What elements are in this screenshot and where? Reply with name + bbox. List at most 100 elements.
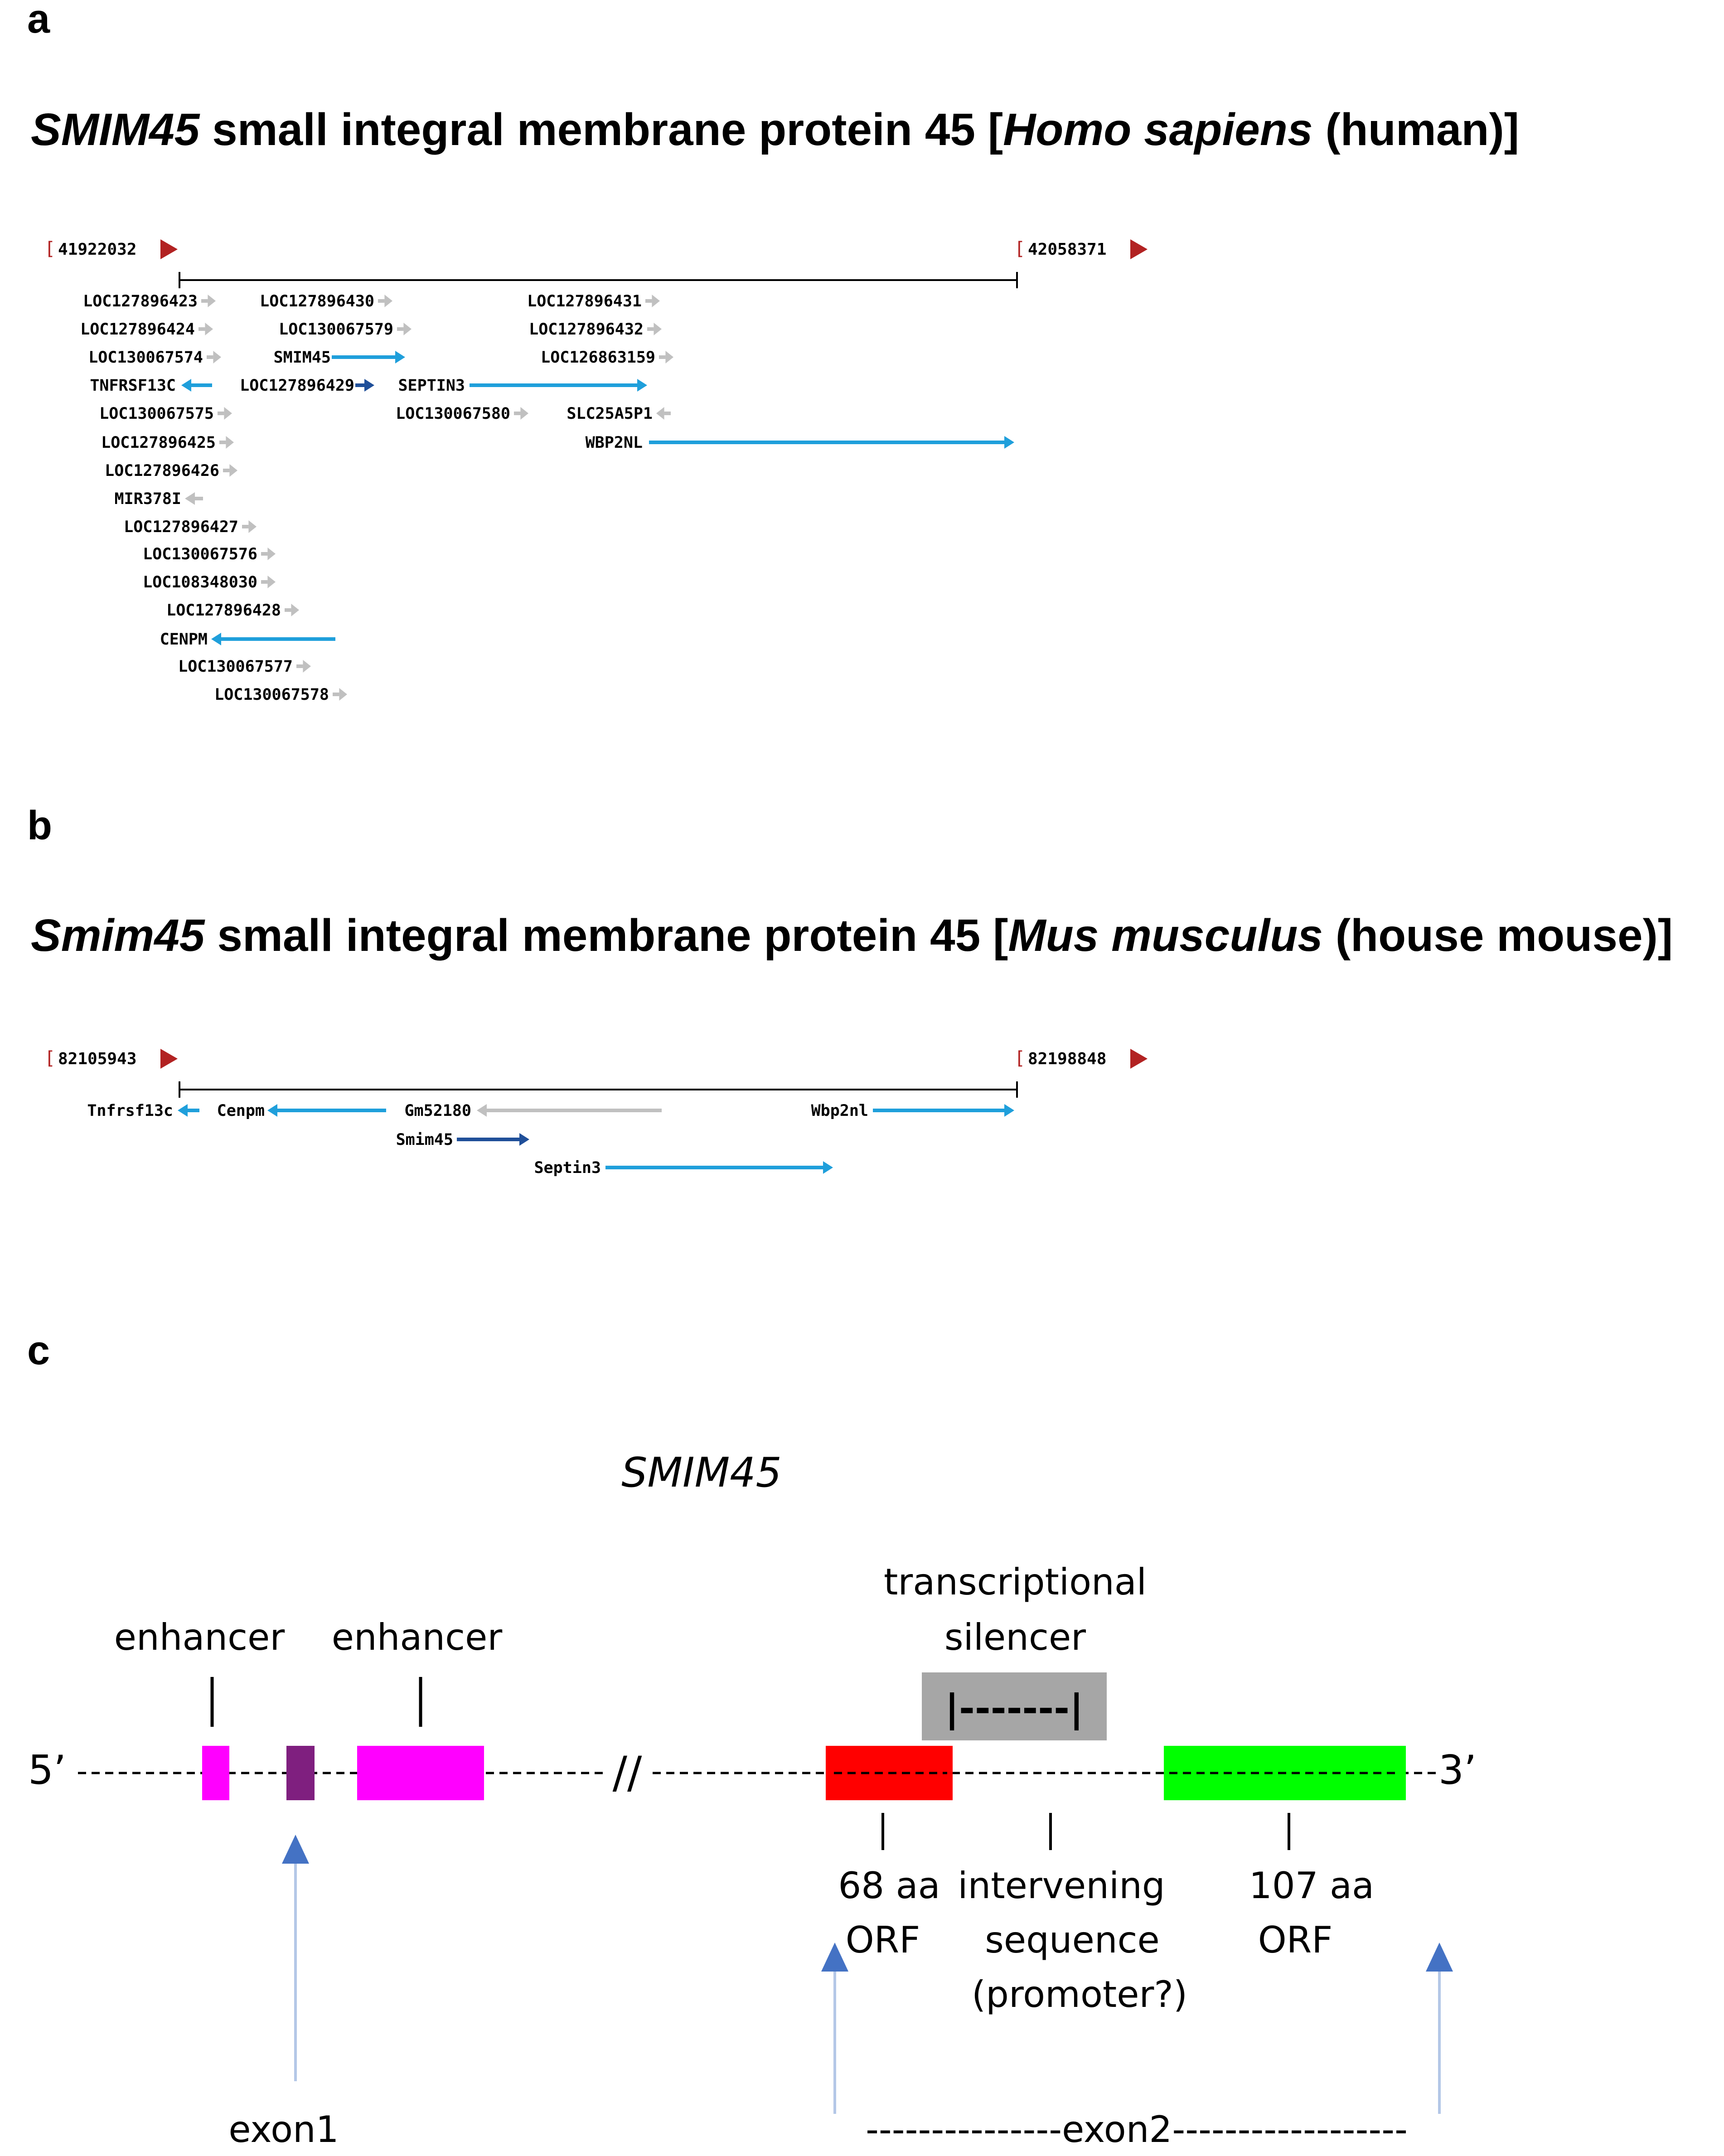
- right-arrow-icon: [339, 688, 347, 701]
- gene-label: LOC126863159: [541, 349, 655, 367]
- right-arrow-icon: [403, 323, 412, 335]
- gene-feature: LOC130067576: [143, 545, 276, 563]
- svg-text:[: [: [44, 1048, 55, 1069]
- exon1-arrow: [282, 1835, 309, 2081]
- enhancer-label-1: enhancer: [114, 1616, 285, 1658]
- gene-label: Tnfrsf13c: [87, 1102, 173, 1120]
- gene-feature: SEPTIN3: [398, 377, 647, 395]
- up-arrow-icon: [282, 1835, 309, 1864]
- panel-b-range-end: [ 82198848: [1014, 1048, 1148, 1069]
- gene-feature: LOC127896431: [527, 292, 660, 310]
- panel-a-range-start: [ 41922032: [44, 238, 178, 259]
- right-arrow-icon: [1004, 436, 1014, 449]
- gene-feature: Wbp2nl: [811, 1102, 1014, 1120]
- left-arrow-icon: [185, 492, 195, 505]
- gene-feature: CENPM: [160, 630, 335, 649]
- gene-label: LOC108348030: [143, 573, 257, 591]
- gene-label: WBP2NL: [586, 434, 643, 452]
- gene-feature: LOC127896425: [101, 434, 234, 452]
- range-start-label: 82105943: [58, 1050, 136, 1068]
- gene-feature: MIR378I: [114, 490, 203, 508]
- panel-b-title-mid: small integral membrane protein 45 [: [205, 910, 1008, 961]
- enhancer-block-1: [202, 1746, 229, 1800]
- gene-label: TNFRSF13C: [90, 377, 176, 395]
- break-mark: //: [613, 1747, 642, 1798]
- gene-label: LOC127896427: [124, 518, 238, 536]
- gene-label: LOC130067578: [214, 686, 329, 704]
- gene-label: Cenpm: [217, 1102, 265, 1120]
- right-arrow-icon: [395, 351, 405, 363]
- enhancer-block-2: [357, 1746, 484, 1800]
- panel-a-title-end: (human)]: [1313, 104, 1519, 155]
- right-arrow-icon: [229, 464, 237, 477]
- panel-b-title-end: (house mouse)]: [1323, 910, 1673, 961]
- gene-feature: SMIM45: [274, 349, 405, 367]
- intervening-label-line2: sequence: [985, 1919, 1160, 1961]
- panel-c: c SMIM45 enhancer enhancer transcription…: [27, 1328, 1477, 2151]
- exon1-block: [286, 1746, 315, 1800]
- gene-feature: LOC130067578: [214, 686, 347, 704]
- exon2-prefix: ---------------: [866, 2108, 1062, 2151]
- gene-label: LOC127896423: [83, 292, 198, 310]
- gene-feature: WBP2NL: [586, 434, 1014, 452]
- left-arrow-icon: [178, 1104, 188, 1117]
- gene-feature: LOC127896429: [240, 377, 374, 395]
- gene-label: Smim45: [396, 1131, 453, 1149]
- gene-label: Gm52180: [404, 1102, 471, 1120]
- intervening-label-line1: intervening: [958, 1865, 1165, 1907]
- left-arrow-icon: [477, 1104, 487, 1117]
- panel-b: b Smim45 small integral membrane protein…: [27, 803, 1673, 1177]
- exon2-label: ---------------exon2------------------: [866, 2108, 1408, 2151]
- panel-a-title-gene: SMIM45: [31, 104, 200, 155]
- right-arrow-icon: [652, 295, 660, 307]
- up-arrow-icon: [821, 1943, 848, 1972]
- gene-label: Wbp2nl: [811, 1102, 868, 1120]
- three-prime-label: 3’: [1438, 1747, 1477, 1793]
- gene-feature: Tnfrsf13c: [87, 1102, 199, 1120]
- right-arrow-icon: [303, 660, 311, 673]
- panel-b-title-species: Mus musculus: [1008, 910, 1323, 961]
- panel-b-title-gene: Smim45: [31, 910, 205, 961]
- gene-feature: LOC130067574: [88, 349, 221, 367]
- five-prime-label: 5’: [28, 1747, 66, 1793]
- panel-b-scale-ruler: [179, 1081, 1018, 1098]
- silencer-box: [922, 1672, 1107, 1740]
- range-end-arrow-icon: [1130, 1049, 1148, 1069]
- exon1-label: exon1: [228, 2108, 339, 2151]
- gene-label: LOC127896428: [166, 601, 281, 620]
- right-arrow-icon: [364, 379, 374, 392]
- gene-label: LOC130067577: [178, 658, 293, 676]
- orf1-label-line2: ORF: [846, 1919, 920, 1961]
- gene-feature: LOC130067575: [99, 405, 232, 423]
- panel-a-letter: a: [27, 0, 50, 42]
- gene-feature: LOC127896432: [529, 320, 662, 339]
- gene-feature: LOC127896427: [124, 518, 257, 536]
- gene-feature: Cenpm: [217, 1102, 386, 1120]
- gene-feature: LOC108348030: [143, 573, 276, 591]
- exon2-end-arrow: [1426, 1943, 1453, 2114]
- right-arrow-icon: [248, 520, 257, 533]
- gene-feature: LOC127896423: [83, 292, 216, 310]
- silencer-label-line2: silencer: [944, 1616, 1086, 1658]
- panel-c-letter: c: [27, 1328, 50, 1373]
- range-start-arrow-icon: [160, 239, 178, 259]
- right-arrow-icon: [267, 547, 276, 560]
- orf1-label-line1: 68 aa: [838, 1865, 940, 1907]
- gene-label: LOC130067574: [88, 349, 203, 367]
- left-arrow-icon: [181, 379, 191, 392]
- gene-feature: LOC127896428: [166, 601, 299, 620]
- range-end-label: 82198848: [1028, 1050, 1106, 1068]
- gene-feature: LOC127896424: [80, 320, 213, 339]
- exon2-suffix: ------------------: [1172, 2108, 1408, 2151]
- right-arrow-icon: [205, 323, 213, 335]
- orf2-label-line2: ORF: [1258, 1919, 1333, 1961]
- gene-feature: LOC130067577: [178, 658, 311, 676]
- right-arrow-icon: [267, 576, 276, 588]
- gene-label: CENPM: [160, 630, 208, 649]
- right-arrow-icon: [654, 323, 662, 335]
- panel-a-title: SMIM45 small integral membrane protein 4…: [31, 104, 1519, 155]
- gene-feature: LOC130067580: [396, 405, 528, 423]
